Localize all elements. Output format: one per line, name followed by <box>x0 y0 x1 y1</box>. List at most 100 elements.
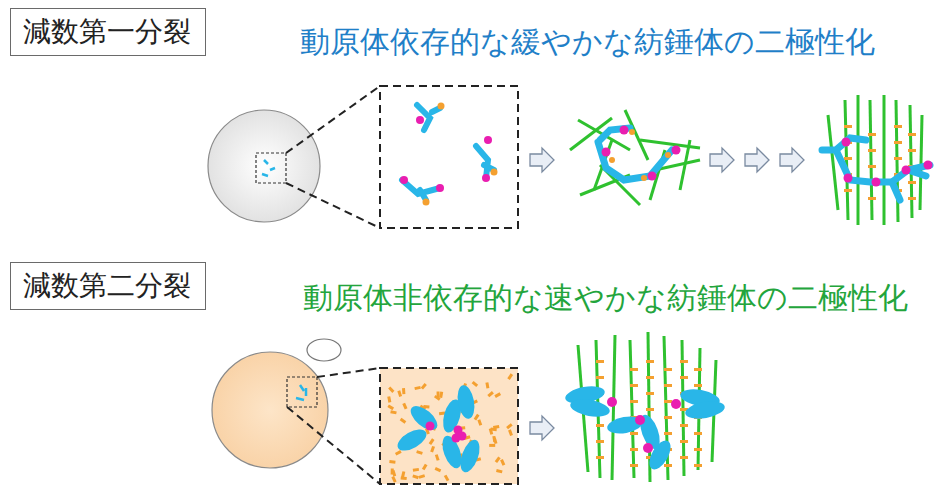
texture-dash <box>474 414 480 421</box>
oocyte-meiosis-two <box>212 339 518 484</box>
block-arrow <box>710 148 734 172</box>
texture-dash <box>908 197 916 200</box>
texture-dash <box>646 408 654 411</box>
texture-dash <box>680 360 688 363</box>
texture-dash <box>868 165 876 168</box>
texture-dash <box>680 440 688 443</box>
texture-dash <box>434 395 441 401</box>
texture-dash <box>894 141 902 144</box>
texture-dash <box>646 392 654 395</box>
texture-dash <box>416 450 423 455</box>
texture-dash <box>429 438 435 445</box>
texture-dash <box>421 383 427 390</box>
texture-dash <box>694 464 702 467</box>
texture-dash <box>412 474 419 479</box>
texture-dash <box>391 476 396 483</box>
texture-dash <box>894 125 902 128</box>
heading-label: 動原体非依存的な速やかな紡錘体の二極性化 <box>303 280 908 316</box>
texture-dash <box>680 456 688 459</box>
texture-dash <box>435 467 442 472</box>
texture-dash <box>680 424 688 427</box>
texture-dash <box>596 424 604 427</box>
texture-dash <box>435 454 440 461</box>
texture-dash <box>694 432 702 435</box>
texture-dash <box>401 471 405 478</box>
texture-dash <box>414 386 420 390</box>
texture-dash <box>397 390 402 397</box>
texture-dash <box>506 423 513 429</box>
block-arrow <box>780 148 804 172</box>
texture-dash <box>487 391 494 397</box>
texture-dash <box>419 474 426 479</box>
texture-dash <box>400 418 407 424</box>
texture-dash <box>680 376 688 379</box>
texture-dash <box>908 149 916 152</box>
texture-dash <box>630 368 638 371</box>
texture-dash <box>868 197 876 200</box>
stage-title: 減数第一分裂 <box>23 15 193 49</box>
texture-dash <box>422 464 428 471</box>
texture-dash <box>630 384 638 387</box>
bipolar-spindle-meiosis-two <box>564 332 726 482</box>
texture-dash <box>908 133 916 136</box>
texture-dash <box>413 468 419 472</box>
texture-dash <box>508 429 513 436</box>
texture-dash <box>489 444 495 447</box>
texture-dash <box>630 400 638 403</box>
texture-dash <box>477 419 482 426</box>
texture-dash <box>664 384 672 387</box>
texture-dash <box>596 456 604 459</box>
texture-dash <box>439 392 443 398</box>
texture-dash <box>844 157 852 160</box>
texture-dash <box>664 416 672 419</box>
texture-dash <box>430 446 435 453</box>
texture-dash <box>493 438 498 445</box>
texture-dash <box>844 125 852 128</box>
texture-dash <box>868 133 876 136</box>
texture-dash <box>596 440 604 443</box>
texture-dash <box>387 396 391 402</box>
texture-dash <box>664 432 672 435</box>
texture-dash <box>694 448 702 451</box>
texture-dash <box>402 403 407 410</box>
texture-dash <box>472 381 479 387</box>
texture-dash <box>894 157 902 160</box>
stage-box: 減数第二分裂 <box>10 262 206 310</box>
block-arrow <box>745 148 769 172</box>
texture-dash <box>485 382 489 388</box>
texture-dash <box>630 448 638 451</box>
texture-dash <box>694 384 702 387</box>
texture-dash <box>908 181 916 184</box>
texture-dash <box>664 368 672 371</box>
texture-dash <box>387 404 394 410</box>
texture-dash <box>395 450 402 455</box>
texture-dash <box>868 149 876 152</box>
oocyte-meiosis-one <box>208 86 518 228</box>
texture-dash <box>402 388 405 394</box>
texture-dash <box>664 464 672 467</box>
texture-dash <box>391 468 394 474</box>
forming-spindle <box>570 110 700 205</box>
texture-dash <box>389 460 395 464</box>
stage-box: 減数第一分裂 <box>10 8 206 56</box>
texture-dash <box>646 376 654 379</box>
texture-dash <box>494 392 501 398</box>
texture-dash <box>491 428 497 432</box>
texture-dash <box>507 373 513 380</box>
heading-label: 動原体依存的な緩やかな紡錘体の二極性化 <box>300 24 875 60</box>
texture-dash <box>444 475 450 482</box>
block-arrow <box>530 416 554 440</box>
texture-dash <box>646 360 654 363</box>
texture-dash <box>496 469 503 473</box>
texture-dash <box>390 410 396 414</box>
texture-dash <box>596 360 604 363</box>
texture-dash <box>694 368 702 371</box>
texture-dash <box>495 456 501 463</box>
texture-dash <box>500 459 505 466</box>
texture-dash <box>596 376 604 379</box>
texture-dash <box>388 387 394 393</box>
texture-dash <box>630 432 638 435</box>
texture-dash <box>630 464 638 467</box>
bipolar-spindle-meiosis-one <box>822 95 933 225</box>
